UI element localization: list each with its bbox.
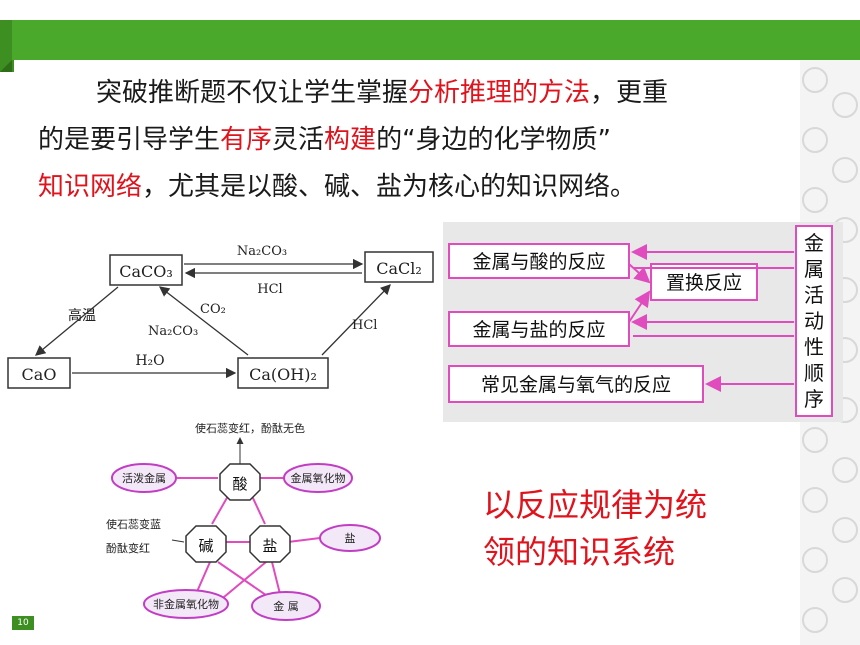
summary-line-1: 以反应规律为统 xyxy=(483,486,708,524)
metal-oval: 金 属 xyxy=(273,599,299,613)
vertical-char: 动 xyxy=(804,309,824,333)
box-salt-label: 金属与盐的反应 xyxy=(472,319,605,341)
vertical-char: 金 xyxy=(804,231,824,255)
base-note-2: 酚酞变红 xyxy=(106,541,150,555)
cao-label: CaO xyxy=(22,365,57,384)
vertical-char: 属 xyxy=(804,257,824,281)
intro-highlight: 有序 xyxy=(220,125,273,155)
intro-text: ，更重 xyxy=(590,78,669,108)
intro-line-1: 突破推断题不仅让学生掌握分析推理的方法，更重 xyxy=(96,70,860,117)
h2o-label: H₂O xyxy=(135,353,164,369)
vertical-char: 活 xyxy=(804,283,824,307)
intro-highlight: 构建 xyxy=(324,125,377,155)
intro-text: 的是要引导学生 xyxy=(38,125,221,155)
vertical-char: 顺 xyxy=(804,361,824,385)
hcl-right-label: HCl xyxy=(352,318,377,333)
box-oxygen-label: 常见金属与氧气的反应 xyxy=(481,374,671,396)
salt-node: 盐 xyxy=(262,537,277,555)
acid-node: 酸 xyxy=(232,475,247,493)
metal-oxide-oval: 金属氧化物 xyxy=(291,471,346,485)
active-metal-oval: 活泼金属 xyxy=(122,471,166,485)
summary-text: 以反应规律为统 领的知识系统 xyxy=(483,482,707,576)
na2co3-top-label: Na₂CO₃ xyxy=(237,244,287,259)
box-replace-label: 置换反应 xyxy=(666,272,742,294)
intro-line-2: 的是要引导学生有序灵活构建的“身边的化学物质” xyxy=(38,117,838,164)
caoh2-label: Ca(OH)₂ xyxy=(249,365,317,384)
intro-highlight: 知识网络 xyxy=(38,172,143,202)
title-bar-tab xyxy=(0,20,14,72)
salt-oval: 盐 xyxy=(345,532,356,545)
base-node: 碱 xyxy=(198,537,213,555)
hcl-top-label: HCl xyxy=(257,282,282,297)
intro-text: ，尤其是以酸、碱、盐为核心的知识网络。 xyxy=(142,172,637,202)
page-number: 10 xyxy=(12,616,34,630)
gaowen-label: 高温 xyxy=(68,307,96,324)
acid-note: 使石蕊变红，酚酞无色 xyxy=(195,421,305,435)
co2-label: CO₂ xyxy=(200,302,226,317)
intro-text: 灵活 xyxy=(272,125,325,155)
summary-line-2: 领的知识系统 xyxy=(483,533,676,571)
nonmetal-oxide-oval: 非金属氧化物 xyxy=(153,597,219,611)
intro-text: 的“身边的化学物质” xyxy=(376,125,612,155)
vertical-char: 序 xyxy=(804,387,824,411)
intro-highlight: 分析推理的方法 xyxy=(408,78,591,108)
metal-reaction-diagram: 金属与酸的反应 金属与盐的反应 常见金属与氧气的反应 置换反应 金 属 活 动 … xyxy=(443,222,843,422)
box-acid-label: 金属与酸的反应 xyxy=(472,251,605,273)
acid-base-salt-diagram: 使石蕊变红，酚酞无色 酸 碱 盐 活泼金属 金属氧化物 盐 非金属氧化物 金 属… xyxy=(106,421,381,621)
base-note-1: 使石蕊变蓝 xyxy=(106,517,161,531)
vertical-char: 性 xyxy=(804,335,824,359)
intro-line-3: 知识网络，尤其是以酸、碱、盐为核心的知识网络。 xyxy=(38,164,838,211)
caco3-label: CaCO₃ xyxy=(119,262,173,281)
cacl2-label: CaCl₂ xyxy=(376,259,422,278)
intro-text: 突破推断题不仅让学生掌握 xyxy=(96,78,409,108)
title-bar xyxy=(12,20,860,60)
calcium-diagram: CaCO₃ CaCl₂ CaO Ca(OH)₂ Na₂CO₃ HCl 高温 CO… xyxy=(7,244,434,389)
na2co3-mid-label: Na₂CO₃ xyxy=(148,324,198,339)
